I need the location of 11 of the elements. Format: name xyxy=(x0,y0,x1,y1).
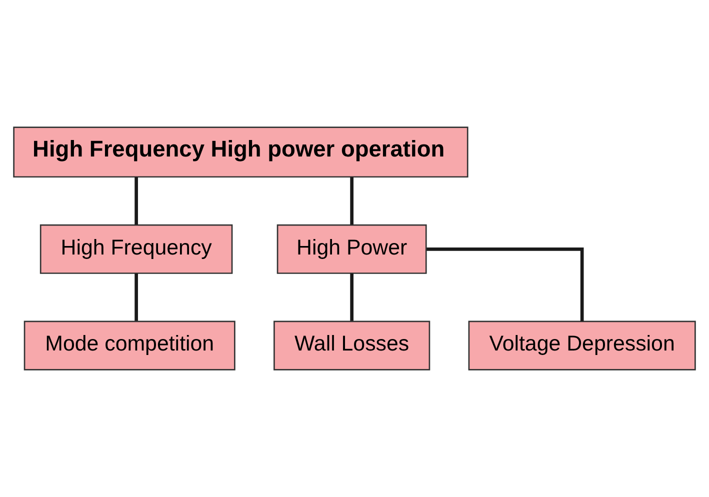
node-box: High Power xyxy=(276,224,427,274)
node-box: High Frequency xyxy=(40,224,233,274)
connector xyxy=(350,177,354,225)
connector xyxy=(134,177,138,225)
node-box: Mode competition xyxy=(24,320,236,370)
connector xyxy=(134,274,138,321)
connector xyxy=(426,248,584,322)
node-box: High Frequency High power operation xyxy=(13,126,468,178)
node-box: Voltage Depression xyxy=(468,320,696,370)
connector xyxy=(350,274,354,321)
node-box: Wall Losses xyxy=(274,320,430,370)
